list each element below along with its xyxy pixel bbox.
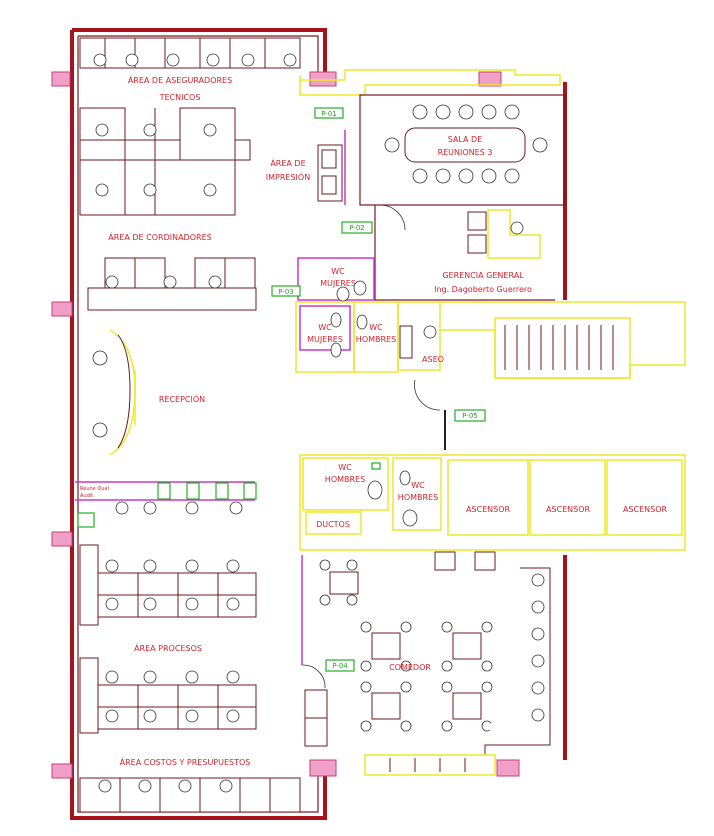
label-wc-hombres-b-1: WC — [338, 463, 352, 472]
impresion-area: ÁREA DE IMPRESIÓN P-01 — [266, 107, 346, 205]
label-wc-hombres-c-2: HOMBRES — [398, 493, 438, 502]
aseguradores-area: ÁREA DE ASEGURADORES TECNICOS — [79, 37, 301, 216]
sala-reuniones: SALA DE REUNIONES 3 P-02 — [341, 94, 566, 234]
label-wc-mujeres-b-1: WC — [318, 323, 332, 332]
structural-columns — [51, 71, 520, 779]
restrooms-upper: WC MUJERES P-03 WC MUJERES WC HOMBRES AS… — [271, 257, 444, 373]
label-wc-mujeres-a-1: WC — [331, 267, 345, 276]
label-coordinadores: ÁREA DE CORDINADORES — [108, 231, 211, 242]
costos-area: ÁREA COSTOS Y PRESUPUESTOS — [79, 756, 301, 813]
procesos-area: ÁREA PROCESOS — [79, 544, 257, 734]
label-wc-mujeres-a-2: MUJERES — [320, 279, 356, 288]
label-ascensor-1: ASCENSOR — [466, 505, 511, 514]
lower-partition: Reune Qual Audit — [75, 481, 257, 528]
tag-p05: P-05 — [462, 412, 478, 420]
comedor-area: P-04 COMEDOR — [301, 551, 551, 776]
top-corridor — [299, 69, 561, 96]
tag-p01: P-01 — [321, 110, 337, 118]
tag-p04: P-04 — [332, 662, 348, 670]
label-ductos: DUCTOS — [316, 520, 350, 529]
label-aseo: ASEO — [422, 355, 444, 364]
label-sala-2: REUNIONES 3 — [438, 148, 493, 157]
label-wc-hombres-b-2: HOMBRES — [325, 475, 365, 484]
label-wc-hombres-a-2: HOMBRES — [356, 335, 396, 344]
reception-area: RECEPCIÓN P-05 — [92, 329, 486, 456]
label-wc-hombres-c-1: WC — [411, 481, 425, 490]
label-aseguradores: ÁREA DE ASEGURADORES — [128, 74, 232, 85]
label-comedor: COMEDOR — [389, 663, 431, 672]
label-note-1: Reune Qual — [80, 486, 109, 492]
tag-p03: P-03 — [278, 288, 294, 296]
label-impresion-2: IMPRESIÓN — [266, 171, 310, 182]
stair — [440, 301, 686, 379]
label-sala-1: SALA DE — [448, 135, 483, 144]
label-ascensor-3: ASCENSOR — [623, 505, 668, 514]
label-recepcion: RECEPCIÓN — [159, 393, 205, 404]
label-gerencia-2: Ing. Dagoberto Guerrero — [434, 285, 532, 294]
label-tecnicos: TECNICOS — [159, 93, 201, 102]
label-note-2: Audit — [80, 493, 93, 499]
label-impresion-1: ÁREA DE — [270, 157, 305, 168]
label-gerencia-1: GERENCIA GENERAL — [442, 271, 524, 280]
label-ascensor-2: ASCENSOR — [546, 505, 591, 514]
coordinadores-area: ÁREA DE CORDINADORES — [87, 231, 257, 311]
label-procesos: ÁREA PROCESOS — [134, 642, 202, 653]
label-costos: ÁREA COSTOS Y PRESUPUESTOS — [120, 756, 251, 767]
core-lower: WC HOMBRES DUCTOS WC HOMBRES ASCENSOR AS… — [299, 454, 686, 551]
tag-p02: P-02 — [349, 224, 365, 232]
gerencia-area: GERENCIA GENERAL Ing. Dagoberto Guerrero — [374, 205, 555, 301]
label-wc-mujeres-b-2: MUJERES — [307, 335, 343, 344]
label-wc-hombres-a-1: WC — [369, 323, 383, 332]
